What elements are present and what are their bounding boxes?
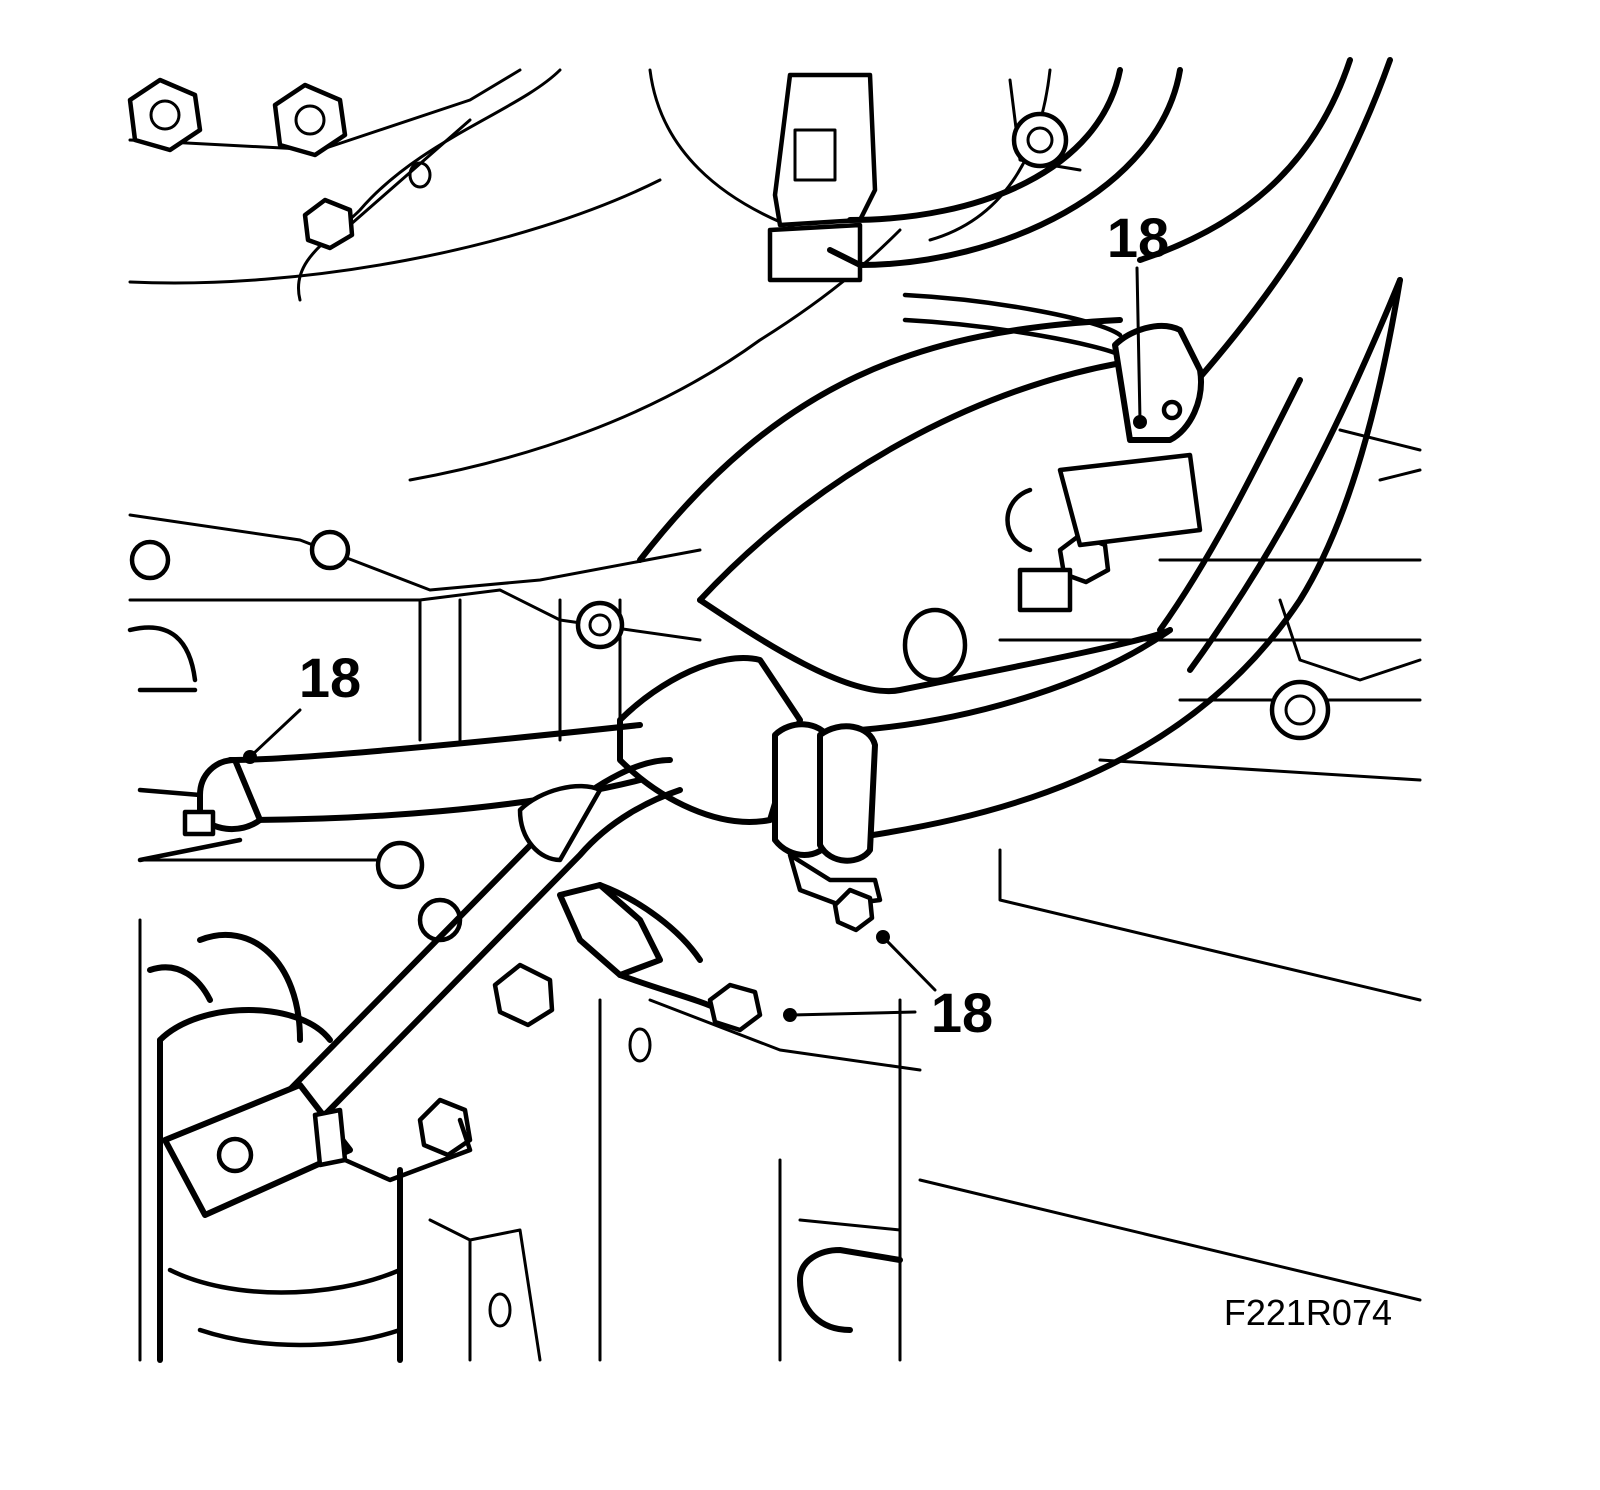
main-pipe-upper [637, 57, 1403, 673]
cable-rod [257, 757, 683, 1143]
bolt-hex-icon [408, 161, 432, 189]
bolt-hex-icon [492, 962, 555, 1028]
bolt-hex-icon [375, 840, 425, 890]
bolt-hex-icon [129, 539, 171, 581]
bolt-hex-icon [309, 529, 351, 571]
callouts: 18 18 18 [243, 206, 1169, 1044]
oil-filter [147, 932, 403, 1363]
bolts [127, 77, 1331, 1328]
bolt-hex-icon [1269, 679, 1331, 741]
lower-pipe [797, 1247, 903, 1333]
callout-label: 18 [299, 646, 361, 709]
callout-label: 18 [931, 981, 993, 1044]
callout-label: 18 [1107, 206, 1169, 269]
callout-dot [876, 930, 890, 944]
callout-dot [783, 1008, 797, 1022]
bolt-hex-icon [1011, 111, 1069, 169]
callout-dot [1133, 415, 1147, 429]
callout-dot [243, 750, 257, 764]
callout-bottom-right: 18 [783, 930, 993, 1044]
bolt-hex-icon [902, 607, 968, 683]
bolt-hex-icon [127, 77, 203, 153]
sensor-unit [1005, 452, 1203, 613]
pipe-clamp-upper [1112, 323, 1204, 443]
bolt-hex-icon [628, 1027, 652, 1063]
callout-top-right: 18 [1107, 206, 1169, 429]
exhaust-pipe-main [617, 277, 1403, 908]
mounting-bracket [162, 1082, 473, 1218]
bolt-hex-icon [575, 600, 625, 650]
bolt-hex-icon [302, 197, 355, 251]
bolt-hex-icon [488, 1292, 512, 1328]
engine-block-outline [128, 68, 1422, 1362]
bolt-hex-icon [417, 1097, 473, 1158]
oxygen-sensor [557, 882, 875, 1033]
callout-left: 18 [243, 646, 361, 764]
upper-hose [827, 67, 1183, 358]
electrical-connector [767, 72, 878, 283]
bolt-hex-icon [272, 82, 348, 158]
figure-id-label: F221R074 [1224, 1292, 1392, 1333]
